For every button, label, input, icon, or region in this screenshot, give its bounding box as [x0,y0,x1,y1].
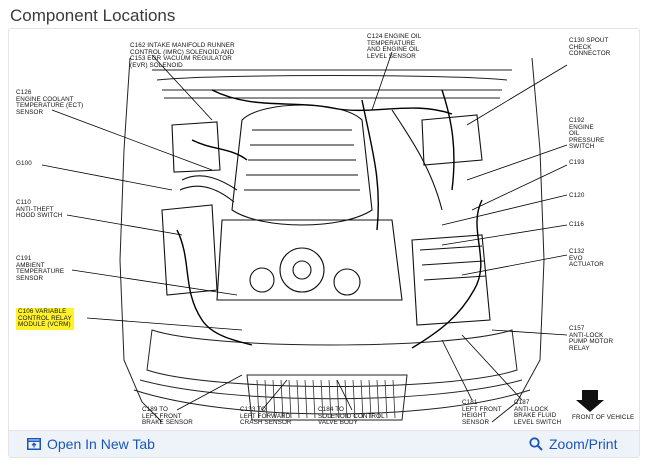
leader-lines [41,51,568,411]
left-fender-outline [119,57,163,423]
open-in-new-tab-button[interactable]: Open In New Tab [27,431,155,457]
label-c133: C133 TO LEFT FORWARD CRASH SENSOR [240,406,292,427]
intake-manifold [231,104,373,226]
label-c162: C162 INTAKE MANIFOLD RUNNER CONTROL (IMR… [130,42,235,69]
air-intake-tube [179,175,238,203]
engine-bay-drawing [41,51,604,423]
label-c189: C189 TO LEFT FRONT BRAKE SENSOR [142,406,193,427]
label-c124: C124 ENGINE OIL TEMPERATURE AND ENGINE O… [367,33,422,60]
fuse-box [171,121,221,173]
label-c120: C120 [569,192,585,199]
zoom-print-button[interactable]: Zoom/Print [529,431,617,457]
image-toolbar: Open In New Tab Zoom/Print [9,430,639,457]
grille-slats [256,379,396,419]
magnifier-icon [529,437,543,451]
radiator-support [146,329,518,387]
label-c181: C181 LEFT FRONT HEIGHT SENSOR [462,399,502,426]
front-bumper [133,379,531,415]
pulley-2 [249,267,275,293]
open-tab-icon [27,438,41,450]
label-c130: C130 SPOUT CHECK CONNECTOR [569,37,611,58]
zoom-print-label: Zoom/Print [549,436,618,452]
label-front-of-vehicle: FRONT OF VEHICLE [572,414,635,421]
label-c157: C157 ANTI-LOCK PUMP MOTOR RELAY [569,325,614,352]
engine-block [216,219,403,301]
label-c110: C110 ANTI-THEFT HOOD SWITCH [16,199,63,220]
battery-box [411,234,491,326]
right-fender-outline [491,57,545,423]
open-in-new-tab-label: Open In New Tab [47,436,155,452]
component-diagram[interactable]: C162 INTAKE MANIFOLD RUNNER CONTROL (IMR… [12,30,638,430]
label-c192: C192 ENGINE OIL PRESSURE SWITCH [569,117,605,151]
label-c191: C191 AMBIENT TEMPERATURE SENSOR [16,255,65,282]
label-c184: C184 TO SOLENOID CONTROL VALVE BODY [318,406,385,427]
label-g100: G100 [16,160,32,167]
air-cleaner [161,204,218,296]
label-c106-highlighted: C106 VARIABLE CONTROL RELAY MODULE (VCRM… [16,308,74,330]
pulley-1 [279,247,325,293]
grille-outline [246,374,408,421]
page-title: Component Locations [10,6,176,25]
label-c187: C187 ANTI-LOCK BRAKE FLUID LEVEL SWITCH [514,399,562,426]
label-c126: C126 ENGINE COOLANT TEMPERATURE (ECT) SE… [16,89,84,116]
pulley-3 [333,268,361,296]
wiring-harness-left [176,229,253,346]
label-c132: C132 EVO ACTUATOR [569,248,604,269]
brake-master-cylinder [421,114,483,166]
label-c193: C193 [569,159,585,166]
front-arrow-icon [576,390,604,412]
wiring-harness-top [211,89,453,115]
label-c116: C116 [569,221,584,228]
wiring-harness-right [411,199,483,349]
